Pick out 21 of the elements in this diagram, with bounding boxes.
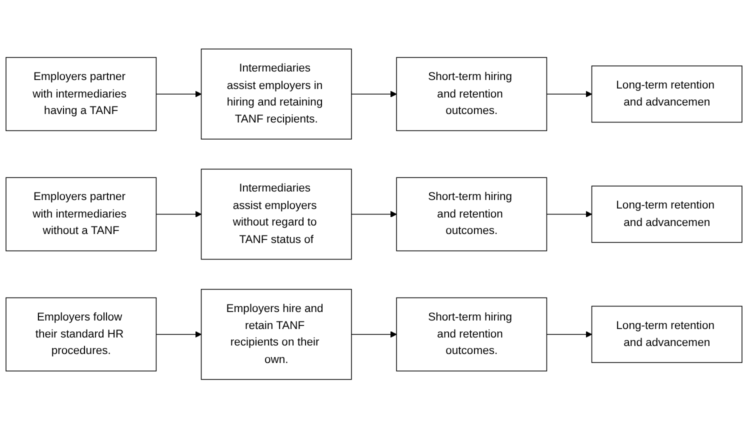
arrow bbox=[156, 331, 202, 338]
node-box: Intermediaries assist employers in hiring and retaining TANF recipients. bbox=[200, 48, 352, 140]
node-box: Long-term retention and advancemen bbox=[591, 66, 742, 123]
arrow bbox=[351, 331, 397, 338]
node-box: Short-term hiring and retention outcomes. bbox=[396, 298, 548, 372]
node-box: Short-term hiring and retention outcomes. bbox=[396, 57, 548, 132]
arrow bbox=[156, 91, 202, 98]
arrow bbox=[546, 211, 592, 218]
node-box: Employers follow their standard HR procedures. bbox=[6, 298, 157, 372]
arrow bbox=[351, 211, 397, 218]
node-box: Employers hire and retain TANF recipients on their own. bbox=[200, 289, 352, 380]
arrow bbox=[156, 211, 202, 218]
node-box: Intermediaries assist employers without regard to TANF status of bbox=[200, 169, 352, 260]
arrow bbox=[546, 331, 592, 338]
node-box: Employers partner with intermediaries having a TANF bbox=[6, 57, 157, 132]
node-box: Short-term hiring and retention outcomes. bbox=[396, 178, 548, 252]
node-box: Long-term retention and advancemen bbox=[591, 186, 742, 244]
arrow bbox=[351, 91, 397, 98]
arrow bbox=[546, 91, 592, 98]
node-box: Employers partner with intermediaries without a TANF bbox=[6, 178, 157, 252]
node-box: Long-term retention and advancemen bbox=[591, 306, 742, 364]
